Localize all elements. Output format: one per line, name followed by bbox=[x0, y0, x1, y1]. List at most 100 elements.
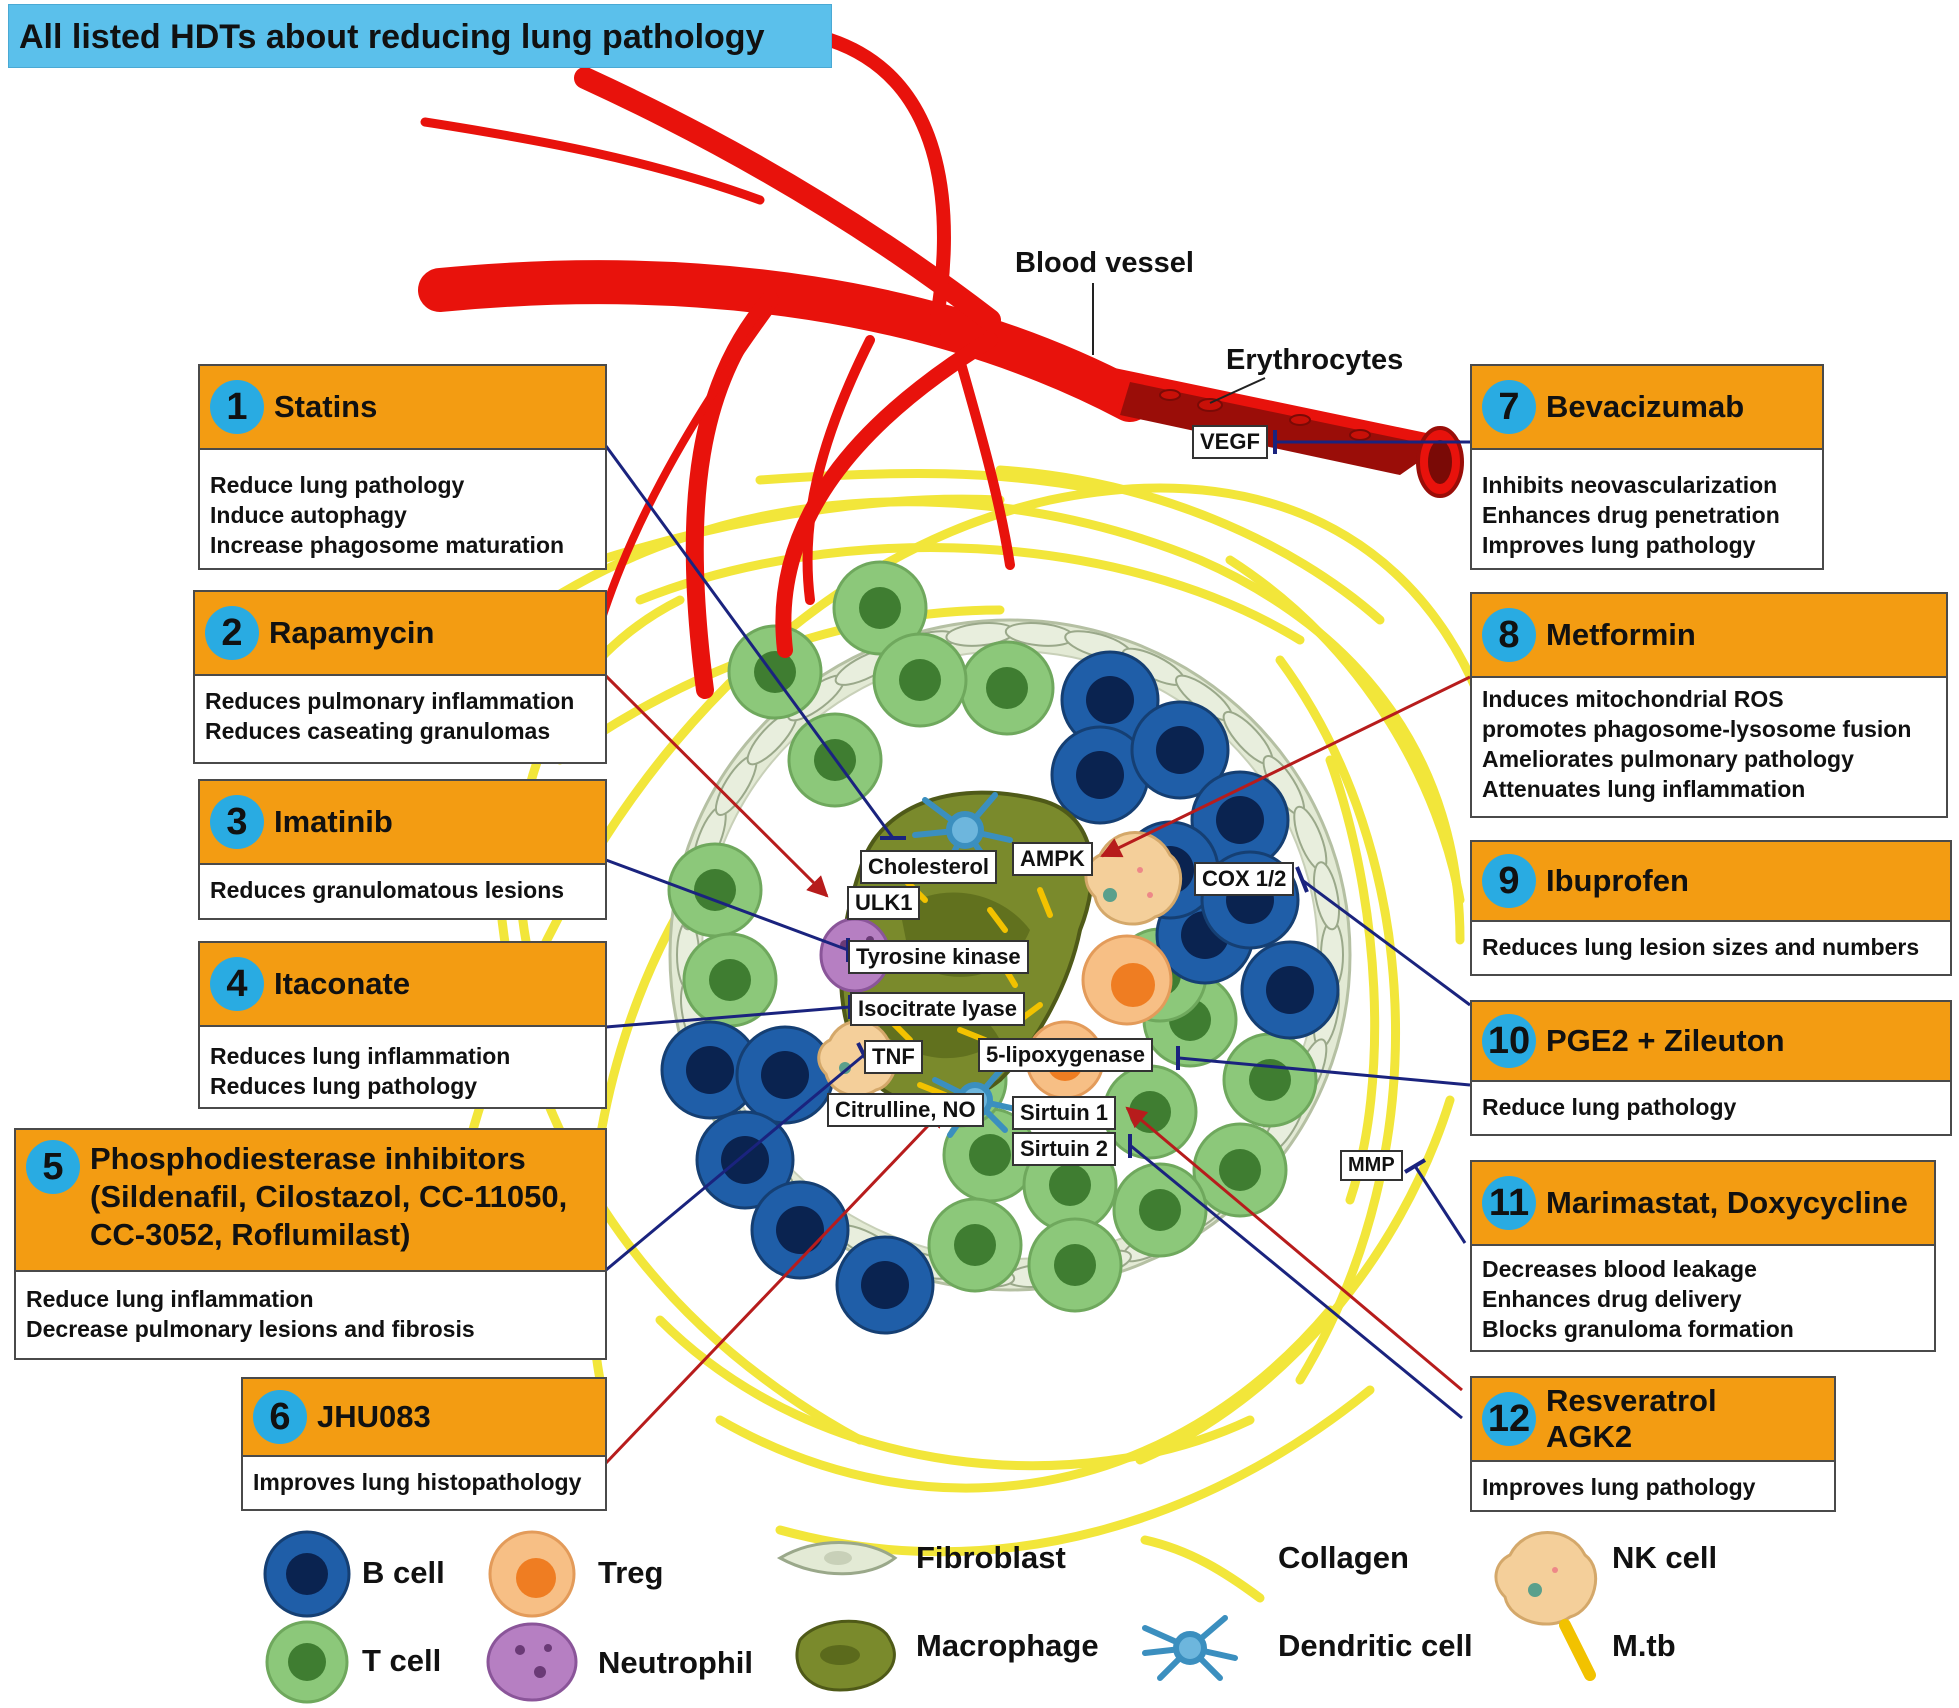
target-tnf: TNF bbox=[864, 1040, 923, 1074]
hdt-number-badge: 2 bbox=[205, 606, 259, 660]
hdt-effect: Reduce lung inflammation bbox=[26, 1286, 314, 1312]
legend-t-cell-label: T cell bbox=[362, 1643, 442, 1678]
hdt-effect: Induces mitochondrial ROS bbox=[1482, 686, 1784, 712]
t-cell bbox=[667, 842, 763, 938]
hdt-box-jhu083: 6 JHU083 Improves lung histopathology bbox=[241, 1377, 607, 1511]
hdt-box-metformin: 8 Metformin Induces mitochondrial ROS pr… bbox=[1470, 592, 1948, 818]
hdt-effects: Improves lung pathology bbox=[1472, 1462, 1834, 1508]
target-cox: COX 1/2 bbox=[1194, 862, 1295, 896]
hdt-box-statins: 1 Statins Reduce lung pathology Induce a… bbox=[198, 364, 607, 570]
hdt-effect: Reduces lung inflammation bbox=[210, 1043, 511, 1069]
hdt-number-badge: 6 bbox=[253, 1390, 307, 1444]
hdt-name-line: Resveratrol bbox=[1546, 1383, 1717, 1418]
target-5-lipoxygenase: 5-lipoxygenase bbox=[978, 1038, 1153, 1072]
hdt-effects: Reduces pulmonary inflammation Reduces c… bbox=[195, 676, 605, 752]
b-cell bbox=[835, 1235, 935, 1335]
connector-statins bbox=[604, 445, 895, 839]
hdt-box-imatinib: 3 Imatinib Reduces granulomatous lesions bbox=[198, 779, 607, 920]
fibroblast bbox=[1313, 861, 1340, 931]
blood-vessels bbox=[418, 33, 1152, 699]
hdt-effects: Reduces lung inflammation Reduces lung p… bbox=[200, 1027, 605, 1107]
hdt-effect: Blocks granuloma formation bbox=[1482, 1316, 1794, 1342]
legend-macrophage-icon bbox=[795, 1619, 896, 1692]
hdt-effect: promotes phagosome-lysosome fusion bbox=[1482, 716, 1912, 742]
hdt-number-badge: 12 bbox=[1482, 1392, 1536, 1446]
hdt-header: 2 Rapamycin bbox=[195, 592, 605, 676]
hdt-effect: Improves lung pathology bbox=[1482, 532, 1756, 558]
treg-cell bbox=[1081, 934, 1173, 1026]
hdt-name: Phosphodiesterase inhibitors (Sildenafil… bbox=[90, 1140, 567, 1254]
hdt-effect: Decrease pulmonary lesions and fibrosis bbox=[26, 1316, 475, 1342]
hdt-box-rapamycin: 2 Rapamycin Reduces pulmonary inflammati… bbox=[193, 590, 607, 764]
legend-b-cell-label: B cell bbox=[362, 1555, 445, 1590]
b-cell bbox=[1240, 940, 1340, 1040]
connector-rapamycin bbox=[604, 674, 829, 898]
hdt-effect: Reduce lung pathology bbox=[210, 472, 465, 498]
hdt-effects: Reduces granulomatous lesions bbox=[200, 865, 605, 911]
connector-agk2 bbox=[1130, 1144, 1463, 1420]
t-cell bbox=[1112, 1162, 1208, 1258]
b-cell bbox=[735, 1025, 835, 1125]
hdt-header: 9 Ibuprofen bbox=[1472, 842, 1950, 922]
t-cell bbox=[927, 1197, 1023, 1293]
t-cell bbox=[1192, 1122, 1288, 1218]
hdt-name: Imatinib bbox=[274, 804, 393, 839]
connector-itaconate bbox=[605, 1005, 851, 1029]
b-cell bbox=[1130, 700, 1230, 800]
target-citrulline-no: Citrulline, NO bbox=[827, 1093, 984, 1127]
hdt-header: 12 Resveratrol AGK2 bbox=[1472, 1378, 1834, 1462]
target-isocitrate-lyase: Isocitrate lyase bbox=[850, 992, 1025, 1026]
connector-imatinib bbox=[605, 858, 849, 952]
hdt-name: Itaconate bbox=[274, 966, 411, 1001]
legend-nk-cell-icon bbox=[1494, 1531, 1598, 1626]
hdt-header: 5 Phosphodiesterase inhibitors (Sildenaf… bbox=[16, 1130, 605, 1272]
hdt-name: Marimastat, Doxycycline bbox=[1546, 1185, 1908, 1220]
hdt-box-pde-inhibitors: 5 Phosphodiesterase inhibitors (Sildenaf… bbox=[14, 1128, 607, 1360]
hdt-number-badge: 3 bbox=[210, 795, 264, 849]
erythrocytes-label: Erythrocytes bbox=[1226, 344, 1404, 376]
hdt-box-marimastat-doxycycline: 11 Marimastat, Doxycycline Decreases blo… bbox=[1470, 1160, 1936, 1352]
legend-b-cell-icon bbox=[263, 1530, 351, 1618]
hdt-effects: Reduce lung pathology bbox=[1472, 1082, 1950, 1128]
hdt-name-line: (Sildenafil, Cilostazol, CC-11050, bbox=[90, 1179, 568, 1214]
hdt-effects: Reduce lung pathology Induce autophagy I… bbox=[200, 450, 605, 566]
connector-resveratrol bbox=[1125, 1106, 1463, 1392]
hdt-name: Bevacizumab bbox=[1546, 389, 1745, 424]
hdt-name: Resveratrol AGK2 bbox=[1546, 1383, 1717, 1455]
hdt-header: 11 Marimastat, Doxycycline bbox=[1472, 1162, 1934, 1246]
legend-collagen-label: Collagen bbox=[1278, 1540, 1409, 1575]
connector-pge2-zileuton bbox=[1178, 1056, 1471, 1087]
hdt-effect: Improves lung histopathology bbox=[253, 1469, 582, 1495]
connector-metformin bbox=[1100, 675, 1471, 858]
target-tyrosine-kinase: Tyrosine kinase bbox=[848, 940, 1029, 974]
hdt-box-pge2-zileuton: 10 PGE2 + Zileuton Reduce lung pathology bbox=[1470, 1000, 1952, 1136]
t-cell bbox=[1102, 1064, 1198, 1160]
main-vessel-tube bbox=[1100, 365, 1464, 498]
connector-marimastat bbox=[1413, 1165, 1467, 1244]
t-cell bbox=[832, 560, 928, 656]
hdt-effect: Enhances drug delivery bbox=[1482, 1286, 1742, 1312]
hdt-name: Rapamycin bbox=[269, 615, 435, 650]
connector-jhu083 bbox=[604, 1106, 947, 1465]
blood-vessel-label: Blood vessel bbox=[1015, 247, 1194, 279]
hdt-box-itaconate: 4 Itaconate Reduces lung inflammation Re… bbox=[198, 941, 607, 1109]
hdt-name-line: Phosphodiesterase inhibitors bbox=[90, 1141, 526, 1176]
t-cell bbox=[1222, 1032, 1318, 1128]
hdt-effects: Reduces lung lesion sizes and numbers bbox=[1472, 922, 1950, 968]
connector-lines bbox=[604, 430, 1471, 1465]
hdt-header: 6 JHU083 bbox=[243, 1379, 605, 1457]
hdt-effects: Inhibits neovascularization Enhances dru… bbox=[1472, 450, 1822, 566]
hdt-number-badge: 1 bbox=[210, 380, 264, 434]
legend-mtb-label: M.tb bbox=[1612, 1628, 1676, 1663]
connector-pde-inhibitors bbox=[605, 1053, 865, 1272]
hdt-effect: Reduces granulomatous lesions bbox=[210, 877, 565, 903]
legend-fibroblast-label: Fibroblast bbox=[916, 1540, 1066, 1575]
legend-neutrophil-icon bbox=[486, 1622, 578, 1702]
hdt-header: 10 PGE2 + Zileuton bbox=[1472, 1002, 1950, 1082]
legend-mtb-icon bbox=[1559, 1619, 1596, 1681]
hdt-effect: Reduces lung pathology bbox=[210, 1073, 478, 1099]
hdt-number-badge: 8 bbox=[1482, 608, 1536, 662]
hdt-number-badge: 10 bbox=[1482, 1014, 1536, 1068]
target-vegf: VEGF bbox=[1192, 425, 1268, 459]
b-cell bbox=[750, 1180, 850, 1280]
